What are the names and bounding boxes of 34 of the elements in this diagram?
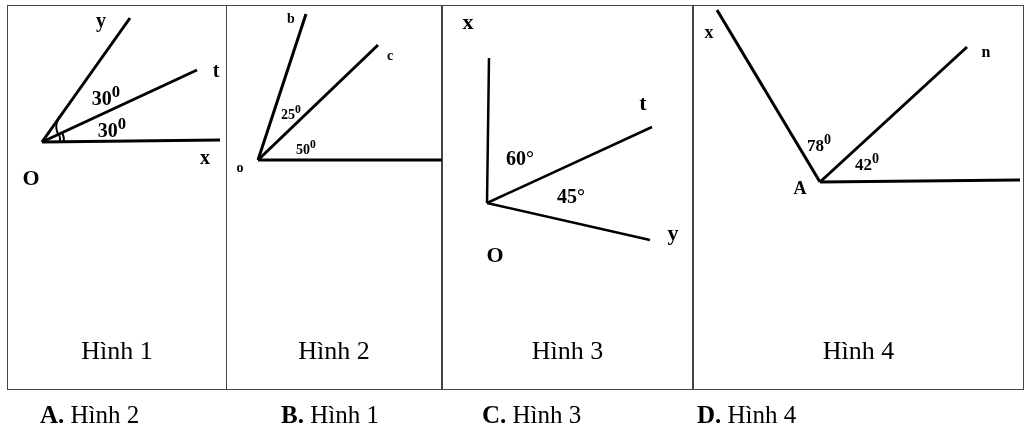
angle-label: 50$^{0}$ <box>296 139 316 157</box>
figure-panel <box>7 5 227 390</box>
point-label: x <box>200 147 210 167</box>
answer-option: D. Hình 4 <box>697 400 797 430</box>
figure-panel <box>442 5 693 390</box>
figure-caption: Hình 1 <box>81 336 153 366</box>
angle-label: 30$^{0}$ <box>91 84 121 108</box>
figure-caption: Hình 4 <box>822 336 895 366</box>
answer-option: A. Hình 2 <box>40 400 140 430</box>
figure-caption: Hình 3 <box>531 336 604 366</box>
point-label: O <box>22 167 40 189</box>
point-label: o <box>236 161 244 175</box>
figure-panel <box>693 5 1024 390</box>
angle-label: 30$^{0}$ <box>97 116 127 140</box>
point-label: x <box>704 23 714 41</box>
figure-caption: Hình 2 <box>298 336 370 366</box>
point-label: x <box>462 11 474 33</box>
answer-option: C. Hình 3 <box>482 400 582 430</box>
answer-option: B. Hình 1 <box>281 400 379 430</box>
point-label: y <box>667 222 679 244</box>
angle-label: 78$^{0}$ <box>806 132 832 154</box>
angle-label: 45° <box>557 186 585 206</box>
angle-label: 60° <box>506 148 534 168</box>
point-label: A <box>793 179 807 197</box>
point-label: O <box>486 244 504 266</box>
angle-label: 25$^{0}$ <box>281 104 301 122</box>
point-label: n <box>981 44 991 60</box>
point-label: t <box>212 60 220 80</box>
figure-panel <box>226 5 442 390</box>
point-label: c <box>386 49 394 63</box>
point-label: y <box>96 10 106 30</box>
point-label: b <box>287 12 295 26</box>
angle-label: 42$^{0}$ <box>854 151 880 173</box>
point-label: t <box>639 92 647 114</box>
